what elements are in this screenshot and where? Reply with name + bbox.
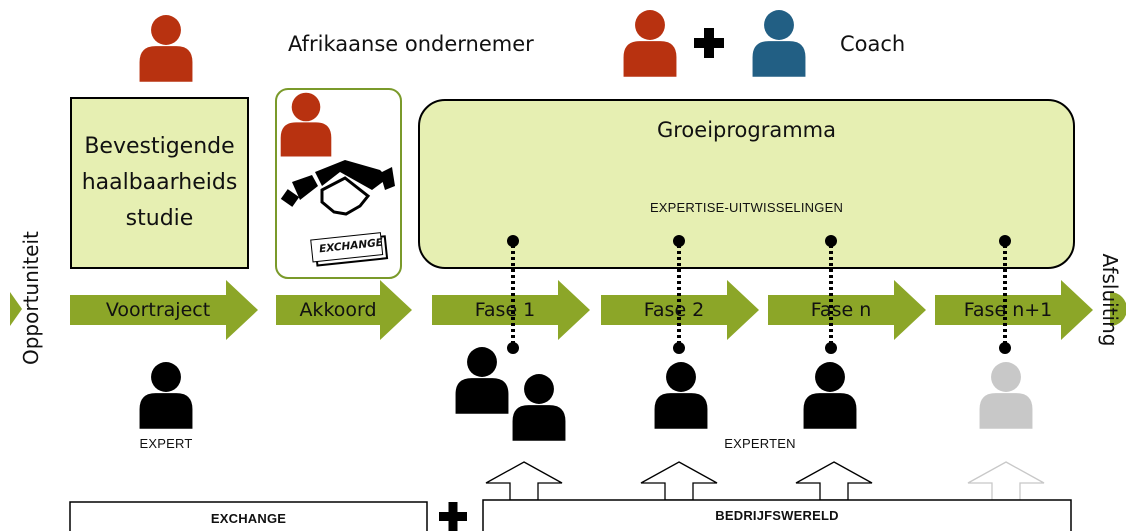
coach-label: Coach [840, 32, 906, 56]
coach-person-icon [752, 10, 806, 77]
phase-arrow-5 [768, 280, 926, 340]
phase-arrow-1 [70, 280, 258, 340]
expert-label: EXPERT [139, 436, 193, 451]
plus-icon [694, 28, 724, 58]
business-up-arrow-2 [640, 461, 718, 501]
business-support-arrows [485, 461, 1045, 501]
bedrijfswereld-box [482, 499, 1072, 531]
phase-arrows [70, 280, 1093, 340]
expert-phasen-person-icon [803, 362, 857, 429]
entrepreneur-person-icon [139, 15, 193, 82]
expert-phase1-b-person-icon [512, 374, 566, 441]
expert-phase1-a-person-icon [455, 347, 509, 414]
opportunity-label: Opportuniteit [19, 231, 43, 365]
handshake-icon [280, 160, 395, 216]
exchange-logo [310, 232, 389, 267]
expertise-link-3 [825, 235, 837, 354]
expert-phase2-person-icon [654, 362, 708, 429]
phase-arrow-label-1: Voortraject [105, 299, 211, 321]
phase-arrow-label-4: Fase 2 [643, 299, 705, 321]
phase-arrow-label-5: Fase n [810, 299, 872, 321]
phase-arrow-4 [601, 280, 759, 340]
experten-label: EXPERTEN [724, 436, 796, 451]
expertise-link-2 [673, 235, 685, 354]
phase-arrow-3 [432, 280, 590, 340]
phase-arrow-label-6: Fase n+1 [963, 299, 1053, 321]
exchange-bottom-label: EXCHANGE [210, 511, 287, 526]
business-up-arrow-1 [485, 461, 563, 501]
phase-arrow-6 [935, 280, 1093, 340]
expertise-link-4 [999, 235, 1011, 354]
closing-label: Afsluiting [1098, 253, 1122, 347]
bedrijfswereld-label: BEDRIJFSWERELD [715, 508, 839, 523]
feasibility-line-1: Bevestigende [84, 134, 235, 159]
expertise-link-1 [507, 235, 519, 354]
bottom-plus-icon [439, 502, 467, 531]
growth-program-title: Groeiprogramma [656, 118, 836, 142]
expert-person-icon [139, 362, 193, 429]
business-up-arrow-3 [795, 461, 873, 501]
business-up-arrow-4 [967, 461, 1045, 501]
growth-program-box [418, 99, 1075, 269]
phase-arrow-label-3: Fase 1 [474, 299, 536, 321]
end-marker [1110, 292, 1126, 326]
feasibility-line-3: studie [125, 206, 194, 231]
entrepreneur-legend-person-icon [623, 10, 677, 77]
start-marker [10, 292, 22, 326]
phase-arrow-label-2: Akkoord [299, 299, 377, 321]
exchange-bottom-box [69, 501, 428, 531]
feasibility-study-box [70, 97, 249, 269]
expert-phasen1-person-icon [979, 362, 1033, 429]
phase-arrow-2 [276, 280, 412, 340]
entrepreneur-label: Afrikaanse ondernemer [288, 32, 534, 56]
feasibility-study-label: Bevestigende haalbaarheids studie [71, 128, 248, 238]
expertise-links [507, 235, 1011, 354]
feasibility-line-2: haalbaarheids [81, 170, 238, 195]
expertise-exchanges-label: EXPERTISE-UITWISSELINGEN [649, 200, 844, 215]
